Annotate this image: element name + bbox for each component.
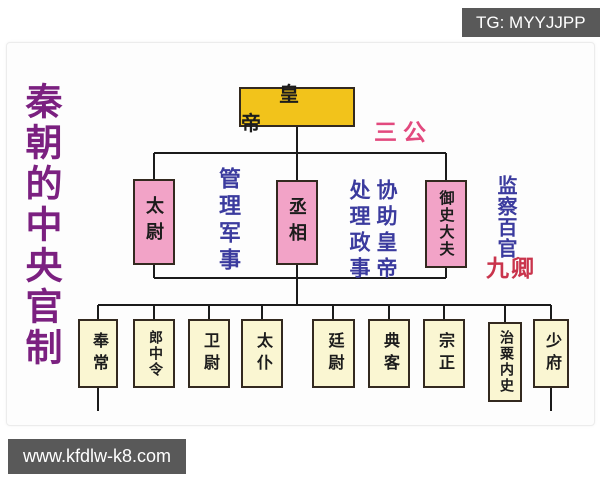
node-yushidafu: 御史大夫 <box>425 180 467 268</box>
node-dianke: 典客 <box>368 319 410 388</box>
node-tingwei: 廷尉 <box>312 319 355 388</box>
tier-label-sangong: 三公 <box>374 120 432 145</box>
duty-note-yushidafu: 监察百官 <box>494 175 516 259</box>
node-shaofu: 少府 <box>533 319 569 388</box>
node-emperor: 皇帝 <box>239 84 355 135</box>
watermark-url-badge: www.kfdlw-k8.com <box>8 439 187 474</box>
duty-note-chengxiang: 协助皇帝处理政事 <box>347 179 398 283</box>
node-zongzheng: 宗正 <box>423 319 465 388</box>
watermark-telegram-badge: TG: MYYJJPP <box>462 8 600 38</box>
node-taipu: 太仆 <box>241 319 283 388</box>
tier-label-jiuqing: 九卿 <box>486 256 536 281</box>
node-langzhongling: 郎中令 <box>133 319 175 388</box>
node-weiwei: 卫尉 <box>188 319 230 388</box>
node-taiwei: 太尉 <box>133 179 175 265</box>
page-title: 秦朝的中央官制 <box>19 82 60 369</box>
node-zhisuneishi: 治粟内史 <box>488 322 522 402</box>
node-fengchang: 奉常 <box>78 319 118 388</box>
node-chengxiang: 丞相 <box>276 180 318 265</box>
duty-note-taiwei: 管理军事 <box>216 167 241 275</box>
